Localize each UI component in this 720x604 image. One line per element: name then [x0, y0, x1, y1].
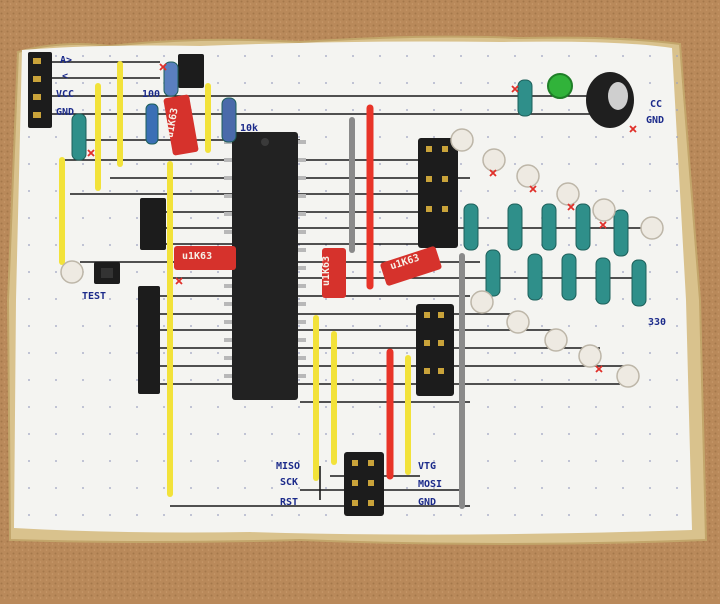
test-button — [94, 262, 120, 284]
label-vcc-left: VCC — [56, 89, 75, 100]
label-gnd-right: GND — [646, 115, 665, 126]
label-gnd-bottom: GND — [418, 497, 437, 508]
microcontroller-chip — [224, 132, 306, 400]
label-330: 330 — [648, 317, 667, 328]
x-markers — [87, 63, 637, 373]
top-jumper-header — [178, 54, 204, 88]
label-test: TEST — [82, 291, 107, 302]
resistors — [71, 61, 647, 307]
label-gnd-left: GND — [56, 107, 75, 118]
label-top-pin-1: A> — [60, 55, 73, 66]
green-led — [547, 73, 573, 99]
yellow-wires — [59, 61, 411, 497]
label-mosi: MOSI — [418, 479, 443, 490]
electrolytic-capacitor — [586, 72, 634, 128]
label-resistor-100: 100 — [142, 89, 161, 100]
label-vcc-right: CC — [650, 99, 663, 110]
pin-headers — [138, 138, 458, 516]
cap-label-3: u1K63 — [321, 255, 333, 287]
left-header-pins — [28, 52, 52, 128]
label-top-pin-2: < — [62, 71, 69, 82]
label-rst: RST — [280, 497, 299, 508]
cap-label-2: u1K63 — [182, 251, 213, 262]
gray-wires — [349, 117, 465, 509]
film-capacitors — [163, 94, 442, 298]
label-sck: SCK — [280, 477, 299, 488]
label-miso: MISO — [276, 461, 301, 472]
label-resistor-10k: 10k — [240, 123, 259, 134]
header-pins — [352, 146, 448, 506]
white-leds — [60, 128, 664, 388]
red-wires — [366, 104, 394, 480]
label-vtg: VTG — [418, 461, 437, 472]
